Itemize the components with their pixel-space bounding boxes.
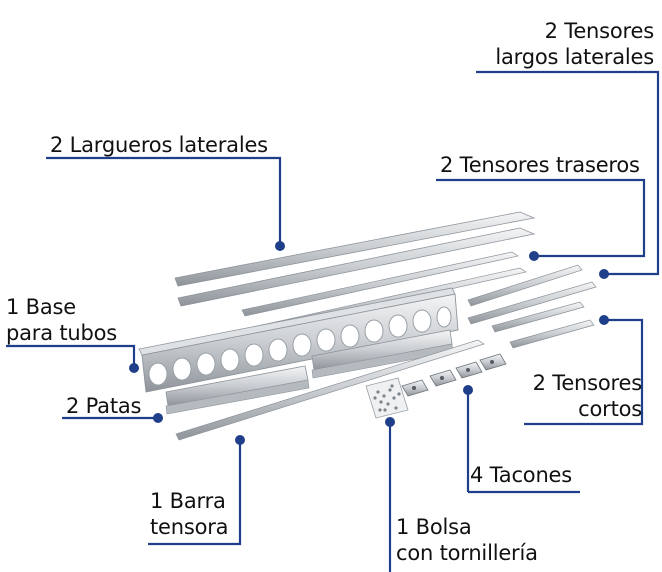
largueros-laterales-part bbox=[174, 211, 536, 307]
base-para-tubos-part bbox=[138, 287, 459, 393]
label-tensores-cortos: 2 Tensores cortos bbox=[532, 370, 643, 422]
label-tensores-largos-line2: largos laterales bbox=[495, 45, 654, 69]
label-barra-line2: tensora bbox=[150, 515, 229, 539]
patas-part bbox=[165, 329, 454, 415]
label-base-line1: 1 Base bbox=[6, 295, 76, 319]
leader-tensores-cortos bbox=[524, 318, 644, 426]
leader-tensores-traseros bbox=[436, 178, 646, 258]
tensores-cortos-part bbox=[491, 301, 595, 349]
label-tensores-largos: 2 Tensores largos laterales bbox=[495, 18, 654, 70]
leader-base bbox=[6, 344, 136, 366]
label-base: 1 Base para tubos bbox=[6, 294, 117, 346]
label-barra: 1 Barra tensora bbox=[150, 488, 229, 540]
label-largueros: 2 Largueros laterales bbox=[50, 133, 268, 157]
label-bolsa-line1: 1 Bolsa bbox=[396, 515, 472, 539]
leader-tensores-largos bbox=[476, 70, 660, 276]
tensores-largos-part bbox=[467, 264, 597, 325]
bolsa-tornilleria-part bbox=[365, 377, 409, 419]
label-bolsa: 1 Bolsa con tornillería bbox=[396, 514, 538, 566]
leader-lines bbox=[6, 70, 660, 572]
leader-largueros bbox=[46, 156, 282, 246]
label-tensores-cortos-line2: cortos bbox=[578, 397, 642, 421]
leader-dots bbox=[129, 241, 609, 445]
leader-barra bbox=[148, 440, 242, 546]
label-base-line2: para tubos bbox=[6, 321, 118, 345]
label-patas: 2 Patas bbox=[66, 394, 142, 418]
label-barra-line1: 1 Barra bbox=[150, 489, 226, 513]
label-tensores-cortos-line1: 2 Tensores bbox=[532, 371, 643, 395]
label-tensores-largos-line1: 2 Tensores bbox=[544, 19, 655, 43]
label-tensores-traseros: 2 Tensores traseros bbox=[440, 153, 640, 177]
label-bolsa-line2: con tornillería bbox=[396, 541, 538, 565]
barra-tensora-part bbox=[175, 339, 485, 441]
label-tacones: 4 Tacones bbox=[470, 463, 573, 487]
